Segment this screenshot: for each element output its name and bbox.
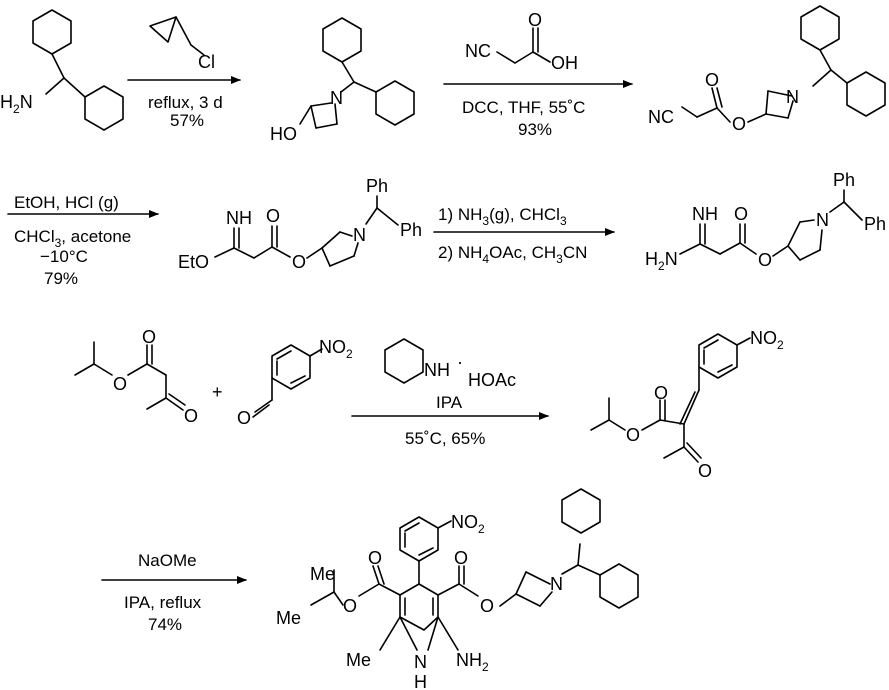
phenyl-label-4: Ph (864, 214, 886, 234)
piperidine-nh-label: NH (424, 360, 450, 380)
nitrile-label: NC (465, 41, 491, 61)
step5-condition-2: 55˚C, 65% (405, 429, 485, 448)
step3-condition-2: CHCl3, acetone (14, 227, 131, 250)
step2-condition-1: DCC, THF, 55˚C (462, 98, 585, 117)
acid-oh-label: OH (551, 53, 578, 73)
ketone-o-label: O (184, 406, 198, 426)
ester-o-label-8: O (480, 596, 494, 616)
carbonyl-o-label: O (705, 70, 719, 90)
methyl-label-2: Me (276, 608, 301, 628)
azetidine-n-label-6: N (550, 574, 563, 594)
hydroxy-label: HO (270, 124, 297, 144)
ring-n-label: N (414, 652, 427, 672)
nitrobenzaldehyde-structure: NO2 O (237, 337, 353, 428)
salt-dot: · (457, 352, 463, 372)
step1-yield: 57% (170, 111, 204, 130)
acid-o-label: O (528, 10, 542, 30)
azetidine-n-label-3: N (353, 225, 366, 245)
imine-nh-label: NH (226, 208, 252, 228)
step3-condition-3: −10°C (40, 247, 88, 266)
methyl-label-3: Me (346, 650, 371, 670)
chloro-label: Cl (198, 52, 215, 72)
ester-o-label-3: O (292, 252, 306, 272)
step6-condition-1: NaOMe (138, 551, 197, 570)
nitro-label-1: NO2 (319, 337, 353, 361)
carbonyl-o-label-5: O (142, 327, 156, 347)
ester-o-label-6: O (626, 425, 640, 445)
nitro-label-3: NO2 (451, 512, 485, 536)
dihydropyridine-product-structure: NO2 N H Me NH2 O O Me Me (276, 488, 639, 690)
hydroxyazetidine-structure: N HO (270, 17, 415, 144)
acetic-acid-label: HOAc (468, 370, 516, 390)
phenyl-label-3: Ph (833, 170, 855, 190)
ketone-o-label-2: O (698, 461, 712, 481)
step4-condition-2: 2) NH4OAc, CH3CN (438, 243, 587, 266)
step1-condition-1: reflux, 3 d (148, 93, 223, 112)
piperidine-structure: NH · HOAc (384, 338, 516, 390)
ester-o-label-4: O (758, 250, 772, 270)
carbonyl-o-label-4: O (734, 204, 748, 224)
nitrile-label-2: NC (648, 107, 674, 127)
phenyl-label-1: Ph (366, 176, 388, 196)
step4-condition-1: 1) NH3(g), CHCl3 (438, 205, 567, 228)
knoevenagel-product-structure: NO2 O O O (590, 328, 784, 481)
amidine-ester-structure: NH H2N O O N Ph Ph (645, 170, 886, 273)
plus-sign: + (212, 382, 223, 402)
aldehyde-o-label: O (237, 408, 251, 428)
amino-label: NH2 (456, 650, 489, 674)
carbonyl-o-label-3: O (266, 206, 280, 226)
azetidine-n-label: N (330, 88, 343, 108)
amidine-nh-label: NH (692, 204, 718, 224)
ester-o-label-5: O (113, 374, 127, 394)
carbonyl-o-label-7: O (368, 548, 382, 568)
step6-condition-2: IPA, reflux (124, 593, 202, 612)
azetidine-n-label-4: N (816, 210, 829, 230)
step3-condition-1: EtOH, HCl (g) (14, 193, 119, 212)
imidate-ester-structure: NH EtO O O N Ph Ph (178, 176, 422, 272)
ethoxy-label: EtO (178, 252, 209, 272)
step2-yield: 93% (518, 120, 552, 139)
ester-o-label-7: O (343, 596, 357, 616)
carbonyl-o-label-8: O (454, 548, 468, 568)
nitro-label-2: NO2 (750, 328, 784, 352)
carbonyl-o-label-6: O (654, 383, 668, 403)
step5-condition-1: IPA (436, 393, 463, 412)
step3-yield: 79% (44, 269, 78, 288)
azetidine-n-label-2: N (786, 87, 799, 107)
step6-yield: 74% (148, 615, 182, 634)
isopropyl-acetoacetate-structure: O O O (74, 327, 198, 426)
methyl-label-1: Me (310, 564, 335, 584)
epichlorohydrin-structure: Cl (149, 16, 215, 72)
cyanoacetic-acid-structure: NC O OH (465, 10, 578, 73)
ester-o-label: O (732, 114, 746, 134)
phenyl-label-2: Ph (400, 220, 422, 240)
amine-label: H2N (0, 92, 33, 116)
benzhydrylamine-structure: H2N (0, 9, 124, 131)
amidine-h2n-label: H2N (645, 249, 678, 273)
cyanoacetate-ester-structure: N O O NC (648, 5, 886, 134)
ring-h-label: H (414, 672, 427, 690)
